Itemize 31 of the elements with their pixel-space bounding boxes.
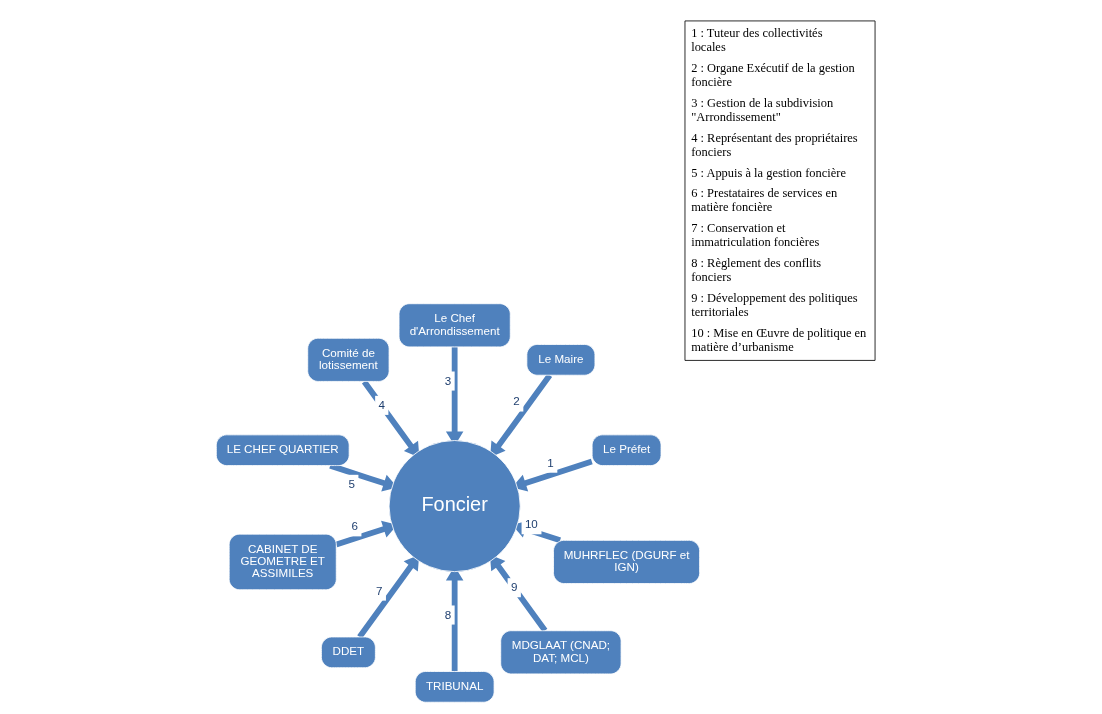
edge-label: 4 bbox=[377, 397, 385, 411]
edge-label: 6 bbox=[350, 519, 358, 533]
node-box: MUHRFLEC (DGURF et IGN) bbox=[552, 539, 700, 584]
edge-label: 7 bbox=[375, 583, 382, 597]
node-box: Le Chef d'Arrondissement bbox=[398, 303, 511, 348]
label: 5 : Appuis à la gestion foncière bbox=[690, 165, 846, 180]
node-box: CABINET DE GEOMETRE ET ASSIMILES bbox=[228, 533, 337, 591]
label: 1 : Tuteur des collectivités locales bbox=[690, 26, 822, 55]
edge-label: 5 bbox=[347, 476, 355, 490]
label: 7 : Conservation et immatriculation foncières bbox=[690, 221, 819, 250]
label: 10 : Mise en Œuvre de politique en matière d’urbanisme bbox=[690, 325, 866, 354]
label: 8 : Règlement des conflits fonciers bbox=[690, 256, 821, 285]
label: 6 : Prestataires de services en matière foncière bbox=[690, 186, 837, 215]
node-box: MDGLAAT (CNAD; DAT; MCL) bbox=[499, 630, 621, 675]
arrow bbox=[361, 380, 419, 458]
edge-label: 1 bbox=[546, 455, 554, 469]
node-box: DDET bbox=[320, 636, 376, 669]
node-box: LE CHEF QUARTIER bbox=[215, 434, 350, 466]
node-box: Comité de lotissement bbox=[306, 337, 389, 382]
node-box: Le Maire bbox=[525, 344, 595, 376]
edge-label: 2 bbox=[512, 394, 520, 408]
label: 9 : Développement des politiques territoriales bbox=[690, 290, 858, 319]
node-box: Le Préfet bbox=[591, 434, 661, 466]
label: 4 : Représentant des propriétaires fonciers bbox=[690, 130, 858, 159]
edge-label: 10 bbox=[524, 517, 538, 531]
label: 3 : Gestion de la subdivision "Arrondissement" bbox=[690, 95, 833, 124]
edge-label: 8 bbox=[444, 607, 451, 621]
node-box: TRIBUNAL bbox=[414, 671, 494, 703]
label: 2 : Organe Exécutif de la gestion foncière bbox=[690, 60, 855, 90]
edge-label: 3 bbox=[444, 373, 451, 387]
edge-label: 9 bbox=[510, 580, 517, 594]
